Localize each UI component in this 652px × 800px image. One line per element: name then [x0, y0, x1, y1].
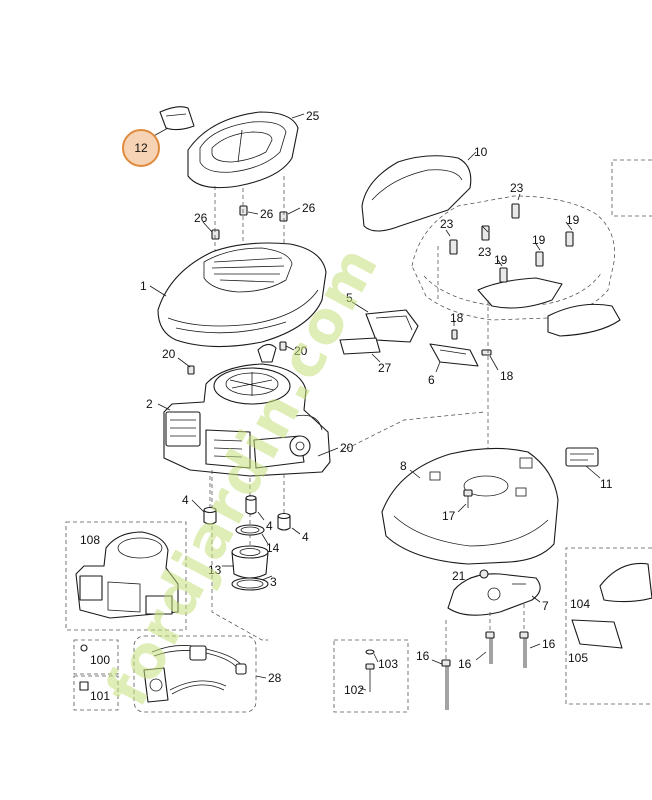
callout-104: 104	[570, 597, 590, 611]
part-104-flap[interactable]	[599, 562, 652, 603]
callout-23-b: 23	[478, 245, 492, 259]
part-13-spacer[interactable]	[231, 545, 269, 579]
part-20-screws[interactable]	[187, 341, 287, 375]
callout-27: 27	[378, 361, 392, 375]
callout-5: 5	[346, 291, 353, 305]
callout-19-a: 19	[566, 213, 580, 227]
part-8-mower-deck[interactable]	[381, 447, 559, 565]
callout-4-a: 4	[182, 493, 189, 507]
callout-1: 1	[140, 279, 147, 293]
callout-21: 21	[452, 569, 466, 583]
callout-20-c: 20	[340, 441, 354, 455]
detail-box-102-103	[333, 639, 409, 713]
callout-28: 28	[268, 671, 282, 685]
part-14-seal[interactable]	[235, 524, 265, 536]
callout-101: 101	[90, 689, 110, 703]
part-12-insert[interactable]	[159, 106, 195, 131]
callout-103: 103	[378, 657, 398, 671]
part-3-gasket[interactable]	[231, 577, 269, 591]
callout-23-a: 23	[510, 181, 524, 195]
part-105-plate[interactable]	[571, 619, 623, 649]
callout-100: 100	[90, 653, 110, 667]
part-25-top-cover[interactable]	[187, 111, 299, 189]
part-28-fuel-line-kit[interactable]	[143, 645, 247, 703]
callout-14: 14	[266, 541, 280, 555]
part-6-latch[interactable]	[429, 343, 479, 367]
detail-box-right-top	[611, 159, 652, 217]
part-23-studs[interactable]	[449, 203, 520, 255]
callout-26-c: 26	[302, 201, 316, 215]
part-19-studs[interactable]	[499, 231, 574, 283]
callout-19-c: 19	[494, 253, 508, 267]
detail-box-100	[73, 639, 119, 675]
detail-box-108	[65, 521, 187, 631]
part-1-engine-hood[interactable]	[157, 242, 327, 348]
callout-16-a: 16	[416, 649, 430, 663]
part-18-screws[interactable]	[451, 329, 492, 356]
callout-26-b: 26	[260, 207, 274, 221]
callout-19-b: 19	[532, 233, 546, 247]
callout-7: 7	[542, 599, 549, 613]
callout-16-b: 16	[458, 657, 472, 671]
callout-4-c: 4	[302, 530, 309, 544]
callout-20-b: 20	[294, 344, 308, 358]
part-101-item[interactable]	[79, 681, 89, 691]
part-102-103-bolt-washer[interactable]	[365, 649, 375, 692]
part-26-screws[interactable]	[211, 205, 288, 240]
callout-20-a: 20	[162, 347, 176, 361]
part-27-cover[interactable]	[339, 337, 381, 355]
callout-3: 3	[270, 575, 277, 589]
part-10-rear-cover[interactable]	[361, 155, 472, 232]
highlight-callout-12[interactable]: 12	[122, 127, 169, 167]
callout-17: 17	[442, 509, 456, 523]
callout-12-label: 12	[134, 141, 148, 155]
callout-16-c: 16	[542, 637, 556, 651]
callout-8: 8	[400, 459, 407, 473]
callout-23-c: 23	[440, 217, 454, 231]
part-17-bolt[interactable]	[463, 489, 473, 508]
callout-13: 13	[208, 563, 222, 577]
part-4-bushings[interactable]	[203, 495, 291, 531]
callout-6: 6	[428, 373, 435, 387]
part-10-skirt[interactable]	[477, 277, 621, 337]
part-11-label[interactable]	[565, 447, 599, 467]
callout-105: 105	[568, 651, 588, 665]
callout-18-a: 18	[450, 311, 464, 325]
detail-box-104-105	[565, 547, 652, 705]
callout-26-a: 26	[194, 211, 208, 225]
detail-box-101	[73, 675, 119, 711]
callout-2: 2	[146, 397, 153, 411]
part-2-engine[interactable]	[163, 343, 331, 477]
callout-18-b: 18	[500, 369, 514, 383]
part-5-bracket[interactable]	[365, 309, 419, 343]
part-108-engine-variant[interactable]	[75, 531, 179, 619]
detail-box-28	[133, 635, 257, 713]
callout-102: 102	[344, 683, 364, 697]
part-16-bolts[interactable]	[441, 631, 529, 710]
callout-4-b: 4	[266, 519, 273, 533]
callout-11: 11	[600, 477, 613, 491]
part-21-nut[interactable]	[479, 569, 489, 579]
part-100-item[interactable]	[80, 644, 88, 652]
callout-25: 25	[306, 109, 320, 123]
callout-108: 108	[80, 533, 100, 547]
callout-10: 10	[474, 145, 488, 159]
